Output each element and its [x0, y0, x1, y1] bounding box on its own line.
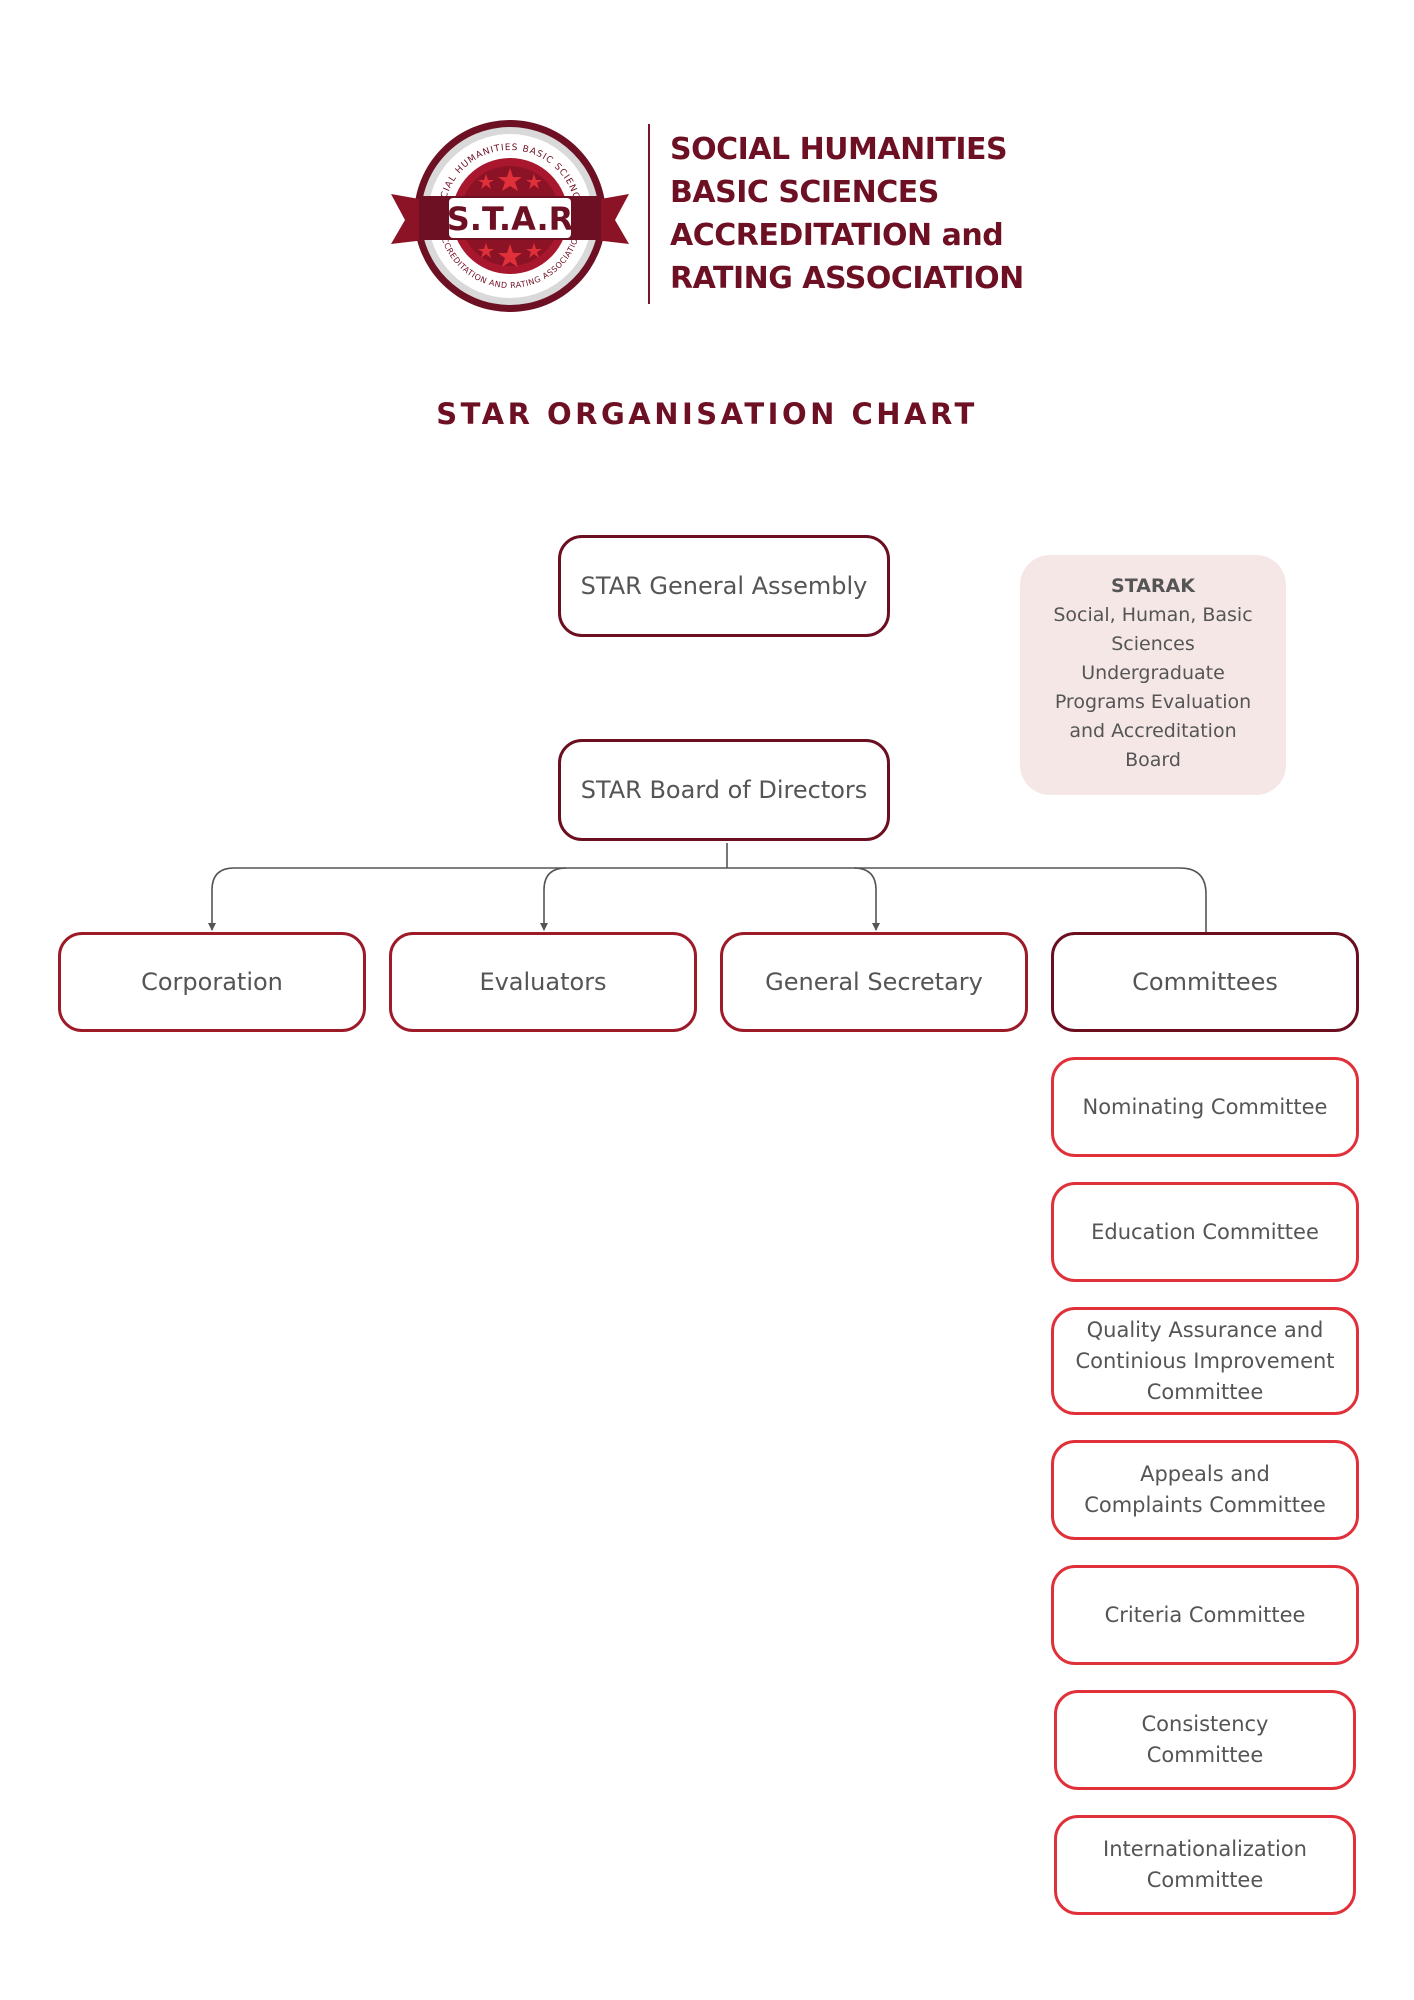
starak-line: Board — [1125, 749, 1181, 771]
committee-quality-assurance: Quality Assurance and Continious Improve… — [1051, 1307, 1359, 1415]
starak-line: Undergraduate — [1081, 662, 1225, 684]
node-corporation: Corporation — [58, 932, 366, 1032]
organization-name: SOCIAL HUMANITIES BASIC SCIENCES ACCREDI… — [670, 128, 1024, 300]
committee-label: Consistency Committee — [1141, 1712, 1269, 1767]
connector-evaluators — [540, 867, 567, 931]
logo-center-text: S.T.A.R — [447, 200, 573, 238]
star-icons — [478, 168, 542, 267]
starak-line: Social, Human, Basic — [1053, 604, 1253, 626]
node-general-secretary: General Secretary — [720, 932, 1028, 1032]
node-label: General Secretary — [765, 968, 983, 996]
organization-name-line: BASIC SCIENCES — [670, 175, 939, 210]
committee-label: Nominating Committee — [1082, 1094, 1328, 1119]
node-label: STAR General Assembly — [580, 572, 868, 600]
chart-title: STAR ORGANISATION CHART — [436, 397, 978, 431]
starak-line: Programs Evaluation — [1054, 691, 1252, 713]
committee-criteria: Criteria Committee — [1051, 1565, 1359, 1665]
starak-line: and Accreditation — [1069, 720, 1237, 742]
connector-committees — [1179, 867, 1207, 932]
node-label: Evaluators — [479, 968, 607, 996]
star-logo: SOCIAL HUMANITIES BASIC SCIENCES ACCREDI… — [391, 120, 629, 312]
committee-label: Education Committee — [1091, 1219, 1319, 1244]
committee-nominating: Nominating Committee — [1051, 1057, 1359, 1157]
starak-line: Sciences — [1111, 633, 1195, 655]
committee-education: Education Committee — [1051, 1182, 1359, 1282]
node-label: Committees — [1132, 968, 1278, 996]
node-board-of-directors: STAR Board of Directors — [558, 739, 890, 841]
committee-label: Internationalization Committee — [1103, 1837, 1307, 1892]
committee-label: Criteria Committee — [1104, 1602, 1306, 1627]
node-label: Corporation — [141, 968, 283, 996]
node-evaluators: Evaluators — [389, 932, 697, 1032]
starak-title: STARAK — [1111, 575, 1195, 597]
organization-name-line: SOCIAL HUMANITIES — [670, 132, 1008, 167]
node-label: STAR Board of Directors — [580, 776, 868, 804]
committee-label: Appeals and Complaints Committee — [1084, 1462, 1326, 1517]
committee-internationalization: Internationalization Committee — [1054, 1815, 1356, 1915]
node-committees: Committees — [1051, 932, 1359, 1032]
committee-consistency: Consistency Committee — [1054, 1690, 1356, 1790]
node-general-assembly: STAR General Assembly — [558, 535, 890, 637]
connector-corporation — [208, 867, 235, 931]
organization-name-line: ACCREDITATION and — [670, 218, 1004, 253]
organization-name-line: RATING ASSOCIATION — [670, 261, 1024, 296]
connector-general-secretary — [853, 867, 880, 931]
header-divider — [648, 124, 650, 304]
committee-appeals-complaints: Appeals and Complaints Committee — [1051, 1440, 1359, 1540]
starak-box: STARAK Social, Human, Basic Sciences Und… — [1020, 555, 1286, 795]
committee-label: Quality Assurance and Continious Improve… — [1075, 1317, 1335, 1404]
